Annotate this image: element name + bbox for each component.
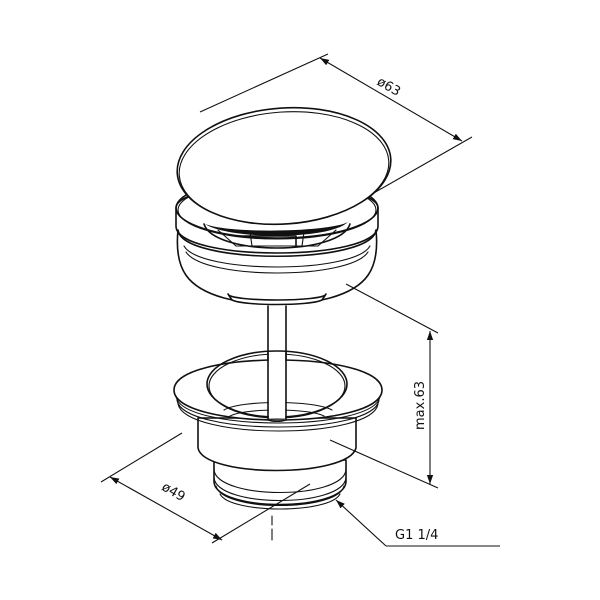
dim-max-height: max.63	[329, 283, 439, 489]
dim-thread: G1 1/4	[335, 499, 500, 547]
plug-assembly	[175, 106, 392, 306]
cap-diameter-label: ø63	[374, 74, 403, 99]
body-diameter-label: ø49	[159, 480, 188, 505]
waste-body	[173, 350, 383, 541]
max-height-label: max.63	[413, 381, 428, 430]
thread-label: G1 1/4	[395, 528, 438, 543]
